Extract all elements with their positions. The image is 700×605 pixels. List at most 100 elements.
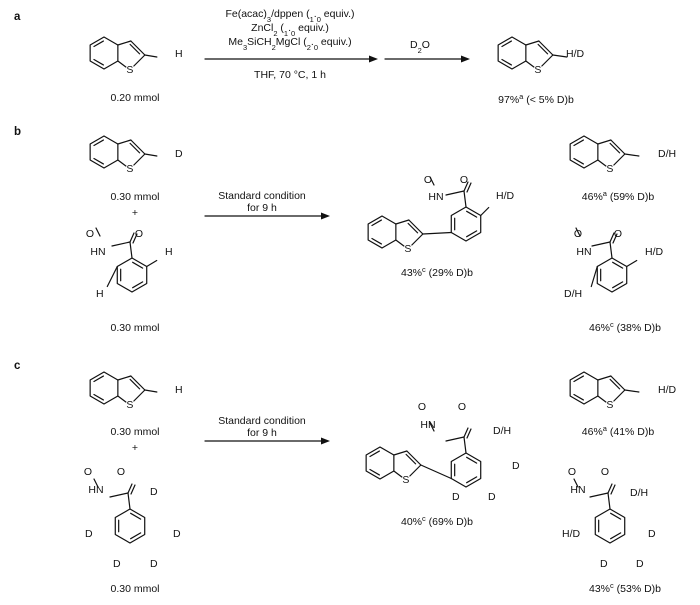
panel-a-product-result: 97%a (< 5% D)b bbox=[498, 92, 574, 107]
c-product-ring bbox=[450, 452, 482, 488]
b-product-bt-double-c2-c3 bbox=[407, 222, 419, 234]
b-reactant1-double-c2-c3 bbox=[129, 142, 141, 154]
b-reactant1-sulfur-atom: S bbox=[126, 163, 133, 175]
b-reactant2-ring bbox=[116, 257, 148, 293]
c-product-bt-benzo-ring bbox=[365, 446, 395, 480]
panel-c-side2-carbonyl-o: O bbox=[601, 466, 609, 478]
c-reactant1-bond-c3-c2 bbox=[130, 375, 146, 391]
b-product-bond-n-o bbox=[429, 176, 435, 186]
b-product-bt-bond-c3-c2 bbox=[408, 219, 424, 235]
panel-b-side1-dh-label: D/H bbox=[658, 148, 676, 160]
b-reactant1-benzo-double-1 bbox=[93, 139, 104, 147]
b-arrow-head bbox=[321, 212, 330, 220]
b-reactant2-bond-c-o-double bbox=[132, 233, 138, 244]
panel-c-reactant2-o: O bbox=[84, 466, 92, 478]
c-reactant1-benzo-double-0 bbox=[93, 393, 104, 401]
c-reactant1-sulfur-atom: S bbox=[126, 399, 133, 411]
b-product-bond-c-o-double bbox=[466, 182, 472, 193]
b-product-bt-sulfur-atom: S bbox=[404, 243, 411, 255]
b-reactant2-bond-ring-carbonyl bbox=[129, 241, 133, 259]
c-reactant1-bond-c3a-c3 bbox=[117, 375, 132, 381]
panel-c-reactant1-h-label: H bbox=[175, 384, 183, 396]
b-product-bond-biaryl bbox=[422, 231, 452, 235]
panel-b-reactant2-h-right: H bbox=[165, 246, 173, 258]
panel-c-reactant2-d-meta-right: D bbox=[173, 528, 181, 540]
c-reactant2-bond-c-o-double bbox=[130, 484, 136, 495]
c-reactant2-bond-c-o bbox=[127, 483, 133, 494]
c-product-bond-c-n bbox=[445, 436, 465, 442]
panel-b-condition-line2: for 9 h bbox=[247, 202, 277, 214]
a-product-bond-c2-s bbox=[541, 54, 554, 67]
c-side1-double-c2-c3 bbox=[609, 378, 621, 390]
panel-label-b: b bbox=[14, 126, 21, 138]
b-reactant2-bond-ortho-h-right bbox=[146, 259, 158, 268]
b-side2-bond-c-n bbox=[591, 241, 611, 247]
c-reactant2-ring bbox=[114, 508, 146, 544]
c-side1-bond-c7a-s bbox=[597, 395, 607, 403]
panel-c-reactant2-d-meta-left: D bbox=[113, 558, 121, 570]
panel-b-product-carbonyl-o: O bbox=[460, 174, 468, 186]
panel-c-side2-dh-label: D/H bbox=[630, 487, 648, 499]
a-reactant-double-c2-c3 bbox=[129, 43, 141, 55]
panel-c-side2-result: 43%c (53% D)b bbox=[589, 581, 661, 596]
panel-a-product-hd-label: H/D bbox=[566, 48, 585, 60]
panel-b-side2-hn: HN bbox=[576, 246, 591, 258]
panel-c-side2-d-meta-left: D bbox=[600, 558, 608, 570]
panel-c-condition-line1: Standard condition bbox=[218, 415, 306, 427]
c-side2-bond-c-o bbox=[607, 483, 613, 494]
c-product-bt-bond-c3-c2 bbox=[406, 450, 422, 466]
panel-label-a: a bbox=[14, 11, 21, 23]
b-product-bt-benzo-double-1 bbox=[371, 219, 382, 227]
c-product-bond-c-o-double bbox=[466, 428, 472, 439]
c-side2-bond-ring-carbonyl bbox=[607, 492, 611, 510]
panel-b-reactant2-o: O bbox=[86, 228, 94, 240]
panel-b-reactant2-hn: HN bbox=[90, 246, 105, 258]
a-product-bond-c3a-c3 bbox=[525, 40, 540, 46]
panel-c-side2-d-para: D bbox=[636, 558, 644, 570]
a-arrow-1-head bbox=[369, 55, 378, 63]
panel-b-side2-o: O bbox=[574, 228, 582, 240]
panel-c-reactant1-amount: 0.30 mmol bbox=[110, 426, 159, 438]
b-product-bt-benzo-ring bbox=[367, 215, 397, 249]
b-reactant2-bond-ortho-h-left bbox=[106, 265, 118, 288]
c-reactant1-bond-c2-s bbox=[133, 389, 146, 402]
b-side2-ring bbox=[596, 257, 628, 293]
panel-b-product-hn: HN bbox=[428, 191, 443, 203]
panel-b-side2-result: 46%c (38% D)b bbox=[589, 320, 661, 335]
a-reactant-bond-c3-c2 bbox=[130, 40, 146, 56]
panel-c-product-d-bottom-left: D bbox=[452, 491, 460, 503]
panel-c-side1-result: 46%a (41% D)b bbox=[582, 424, 655, 439]
panel-b-condition-line1: Standard condition bbox=[218, 190, 306, 202]
b-reactant2-double-bond-0 bbox=[132, 281, 144, 289]
c-reactant2-bond-ring-carbonyl bbox=[127, 492, 131, 510]
panel-b-side2-hd-label: H/D bbox=[645, 246, 664, 258]
c-product-bt-bond-c7a-s bbox=[393, 470, 403, 478]
c-arrow-head bbox=[321, 437, 330, 445]
panel-b-side1-result: 46%a (59% D)b bbox=[582, 189, 655, 204]
c-reactant2-bond-n-o bbox=[93, 478, 99, 488]
panel-c-reactant2-hn: HN bbox=[88, 484, 103, 496]
panel-c-reactant2-d-para: D bbox=[150, 558, 158, 570]
panel-c-side2-d-meta-right: D bbox=[648, 528, 656, 540]
panel-c-reactant2-amount: 0.30 mmol bbox=[110, 583, 159, 595]
c-side1-benzo-ring bbox=[569, 371, 599, 405]
panel-b-side2-dh-label: D/H bbox=[564, 288, 582, 300]
panel-a-quench-label: D2O bbox=[410, 39, 430, 55]
c-product-bond-biaryl bbox=[420, 464, 452, 480]
panel-b-reactant2-amount: 0.30 mmol bbox=[110, 322, 159, 334]
c-reactant2-double-bond-2 bbox=[130, 512, 142, 520]
b-side2-double-bond-0 bbox=[612, 281, 624, 289]
c-product-bt-benzo-double-0 bbox=[369, 468, 380, 476]
b-product-bt-bond-c2-s bbox=[411, 233, 424, 246]
a-reactant-bond-c7a-s bbox=[117, 60, 127, 68]
a-reactant-benzo-double-0 bbox=[93, 58, 104, 66]
a-product-sulfur-atom: S bbox=[534, 64, 541, 76]
b-side1-bond-c7a-s bbox=[597, 159, 607, 167]
b-side1-bond-c2-s bbox=[613, 153, 626, 166]
panel-c-side2-hd-label: H/D bbox=[562, 528, 581, 540]
b-side2-bond-n-o bbox=[575, 227, 581, 237]
panel-b-plus-sign: + bbox=[132, 207, 138, 219]
panel-c-reactant2-d-ortho-right: D bbox=[150, 486, 158, 498]
panel-a-condition-grignard: Me3SiCH2MgCl (2.0 equiv.) bbox=[228, 36, 351, 52]
